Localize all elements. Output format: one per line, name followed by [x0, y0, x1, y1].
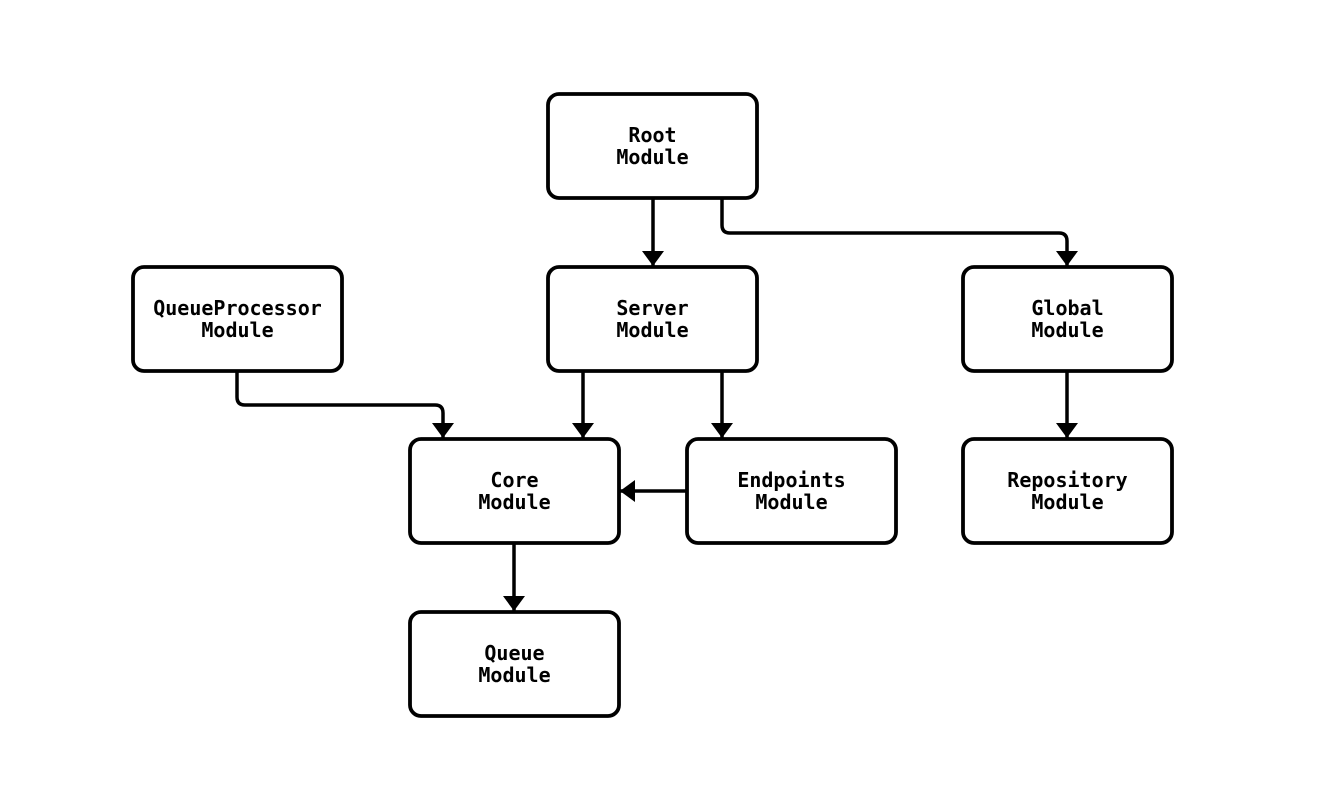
node-label-line: Endpoints: [737, 468, 845, 492]
node-label-line: Module: [616, 318, 688, 342]
node-box-server: [546, 265, 759, 373]
node-label-line: Module: [616, 145, 688, 169]
node-box-endpoints: [685, 437, 898, 545]
node-label-line: Module: [201, 318, 273, 342]
node-label-line: Module: [1031, 490, 1103, 514]
node-label-line: Module: [478, 490, 550, 514]
node-label-line: Root: [628, 123, 676, 147]
node-box-root: [546, 92, 759, 200]
node-label-line: Module: [478, 663, 550, 687]
node-label-line: Queue: [484, 641, 544, 665]
node-label-line: Core: [490, 468, 538, 492]
node-label-line: Module: [755, 490, 827, 514]
node-box-queue: [408, 610, 621, 718]
node-label-line: Server: [616, 296, 688, 320]
node-box-global: [961, 265, 1174, 373]
edges-layer: [235, 198, 1078, 611]
node-box-repository: [961, 437, 1174, 545]
edge-root-to-global: [720, 198, 1078, 266]
node-box-core: [408, 437, 621, 545]
node-label-line: Global: [1031, 296, 1103, 320]
node-label-line: Repository: [1007, 468, 1127, 492]
edge-queueProcessor-to-core: [235, 371, 454, 438]
node-label-line: QueueProcessor: [153, 296, 322, 320]
node-box-queueProcessor: [131, 265, 344, 373]
node-label-line: Module: [1031, 318, 1103, 342]
